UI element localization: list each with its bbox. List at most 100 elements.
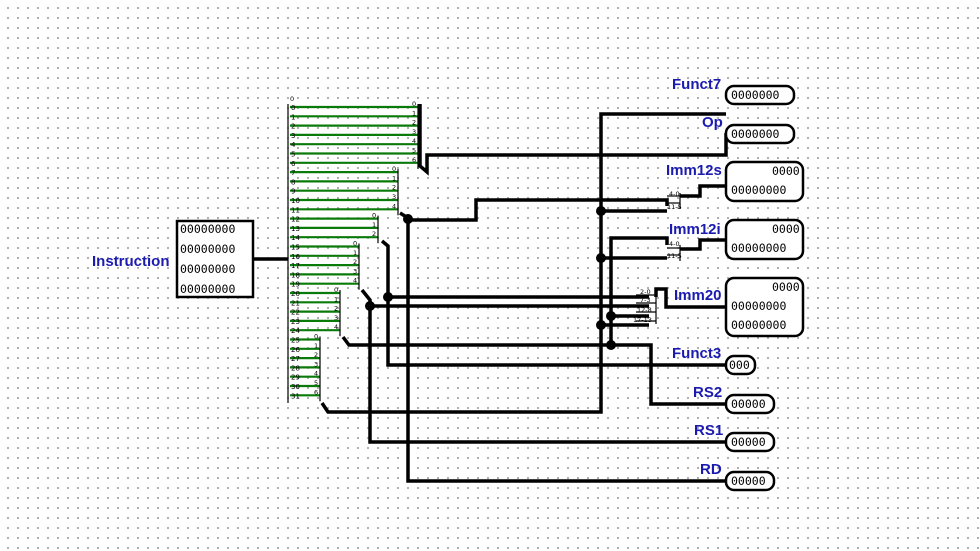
op-output-pin[interactable]: 0000000 (724, 123, 796, 145)
rs1-label: RS1 (694, 422, 723, 439)
splitter-bit-label: 14 (291, 234, 300, 242)
fan-bit-label: 1 (372, 221, 376, 229)
splitter-header: 0 (290, 95, 294, 103)
instruction-input-pin[interactable]: 00000000 00000000 00000000 00000000 (175, 219, 255, 299)
splitter-bit-label: 12 (291, 216, 300, 224)
junction-dot (606, 340, 616, 350)
fan-bit-label: 5 (314, 379, 318, 387)
splitter-bit-label: 27 (291, 355, 300, 363)
wire-rd (399, 211, 726, 483)
rd-output-pin[interactable]: 00000 (724, 470, 776, 492)
wire-rs1 (360, 288, 726, 444)
wire-imm12i-out (680, 238, 726, 251)
splitter-bit-label: 31 (291, 392, 300, 400)
splitter-bit-label: 4 (291, 141, 296, 149)
imm12s-output-pin[interactable]: 0000 00000000 (724, 160, 805, 203)
splitter-bit-label: 5 (291, 151, 295, 159)
op-value: 0000000 (731, 127, 780, 141)
instruction-row-3: 00000000 (180, 262, 235, 276)
splitter-bit-label: 22 (291, 309, 300, 317)
splitter-bit-label: 30 (291, 383, 300, 391)
splitter-bit-label: 1 (291, 113, 295, 121)
fan-bit-label: 2 (392, 184, 396, 192)
junction-dot (596, 320, 606, 330)
funct3-output-pin[interactable]: 000 (724, 354, 757, 376)
splitter-bit-label: 18 (291, 271, 300, 279)
splitter-imm20[interactable]: 2-0 7-3 12-8 17-13 (633, 288, 657, 324)
fan-bit-label: 0 (353, 240, 357, 248)
splitter-bit-label: 15 (291, 244, 300, 252)
splitter-imm12i[interactable]: 4-0 11-5 (667, 240, 682, 261)
fan-bit-label: 0 (372, 212, 376, 220)
splitter-bit-label: 0 (291, 104, 295, 112)
fan-bit-label: 4 (392, 202, 396, 210)
imm12s-row-2: 00000000 (731, 183, 786, 197)
junction-dot (403, 214, 413, 224)
fan-bit-label: 5 (412, 147, 416, 155)
rs2-label: RS2 (693, 384, 722, 401)
fan-bit-label: 2 (353, 258, 357, 266)
splitter-bit-label: 17 (291, 262, 300, 270)
wire-funct7 (320, 112, 726, 414)
funct3-value: 000 (729, 358, 750, 372)
imm20-output-pin[interactable]: 0000 00000000 00000000 (724, 276, 805, 338)
splitter-bit-label: 11 (291, 206, 300, 214)
rs2-output-pin[interactable]: 00000 (724, 393, 776, 415)
imm12i-output-pin[interactable]: 0000 00000000 (724, 218, 805, 261)
rs1-value: 00000 (731, 435, 766, 449)
imm12s-split-1: 11-5 (667, 203, 682, 211)
fan-bit-label: 2 (334, 305, 338, 313)
junction-dots (365, 206, 616, 350)
fan-bit-label: 1 (412, 109, 416, 117)
rd-value: 00000 (731, 474, 766, 488)
fan-bit-label: 0 (314, 333, 318, 341)
splitter-bit-label: 9 (291, 188, 295, 196)
imm12s-split-0: 4-0 (669, 190, 680, 198)
splitter-bit-label: 10 (291, 197, 300, 205)
splitter-bit-label: 19 (291, 281, 300, 289)
main-splitter[interactable]: 0 01234567891011121314151617181920212223… (287, 95, 419, 403)
fan-bit-label: 3 (334, 314, 338, 322)
imm20-row-3: 00000000 (731, 318, 786, 332)
splitter-bit-label: 7 (291, 169, 295, 177)
splitter-bit-label: 16 (291, 253, 300, 261)
fan-bit-label: 0 (334, 286, 338, 294)
splitter-bit-label: 8 (291, 178, 295, 186)
instruction-row-4: 00000000 (180, 282, 235, 296)
splitter-bit-label: 23 (291, 318, 300, 326)
instruction-row-2: 00000000 (180, 242, 235, 256)
imm20-split-0: 2-0 (640, 288, 651, 296)
instruction-pin-box[interactable] (175, 219, 255, 299)
splitter-bit-label: 13 (291, 225, 300, 233)
imm20-split-2: 12-8 (637, 306, 652, 314)
splitter-bit-label: 21 (291, 299, 300, 307)
splitter-bit-label: 28 (291, 364, 300, 372)
instruction-label: Instruction (92, 253, 170, 270)
funct3-label: Funct3 (672, 345, 721, 362)
splitter-bit-labels: 0123456789101112131415161718192021222324… (291, 104, 300, 400)
fan-bit-label: 1 (392, 174, 396, 182)
wire-op (418, 104, 728, 176)
fan-bit-label: 1 (334, 295, 338, 303)
imm12i-label: Imm12i (669, 221, 721, 238)
splitter-bit-label: 2 (291, 123, 295, 131)
funct7-output-pin[interactable]: 0000000 (724, 84, 796, 106)
fan-bit-label: 1 (314, 342, 318, 350)
splitter-imm12s[interactable]: 4-0 11-5 (667, 190, 682, 211)
rd-label: RD (700, 461, 722, 478)
fan-bit-label: 3 (353, 267, 357, 275)
rs1-output-pin[interactable]: 00000 (724, 431, 776, 453)
fan-bit-label: 4 (334, 323, 338, 331)
fan-bit-label: 6 (314, 388, 318, 396)
imm20-split-3: 17-13 (633, 316, 652, 324)
fan-bit-label: 2 (412, 119, 416, 127)
imm20-split-1: 7-3 (640, 296, 651, 304)
imm12i-row-1: 0000 (772, 222, 800, 236)
fan-bit-label: 4 (412, 137, 416, 145)
wire-imm12s-out (680, 184, 726, 198)
imm20-row-2: 00000000 (731, 299, 786, 313)
wires (320, 104, 728, 483)
splitter-green-lines (290, 105, 418, 397)
splitter-bit-label: 26 (291, 346, 300, 354)
